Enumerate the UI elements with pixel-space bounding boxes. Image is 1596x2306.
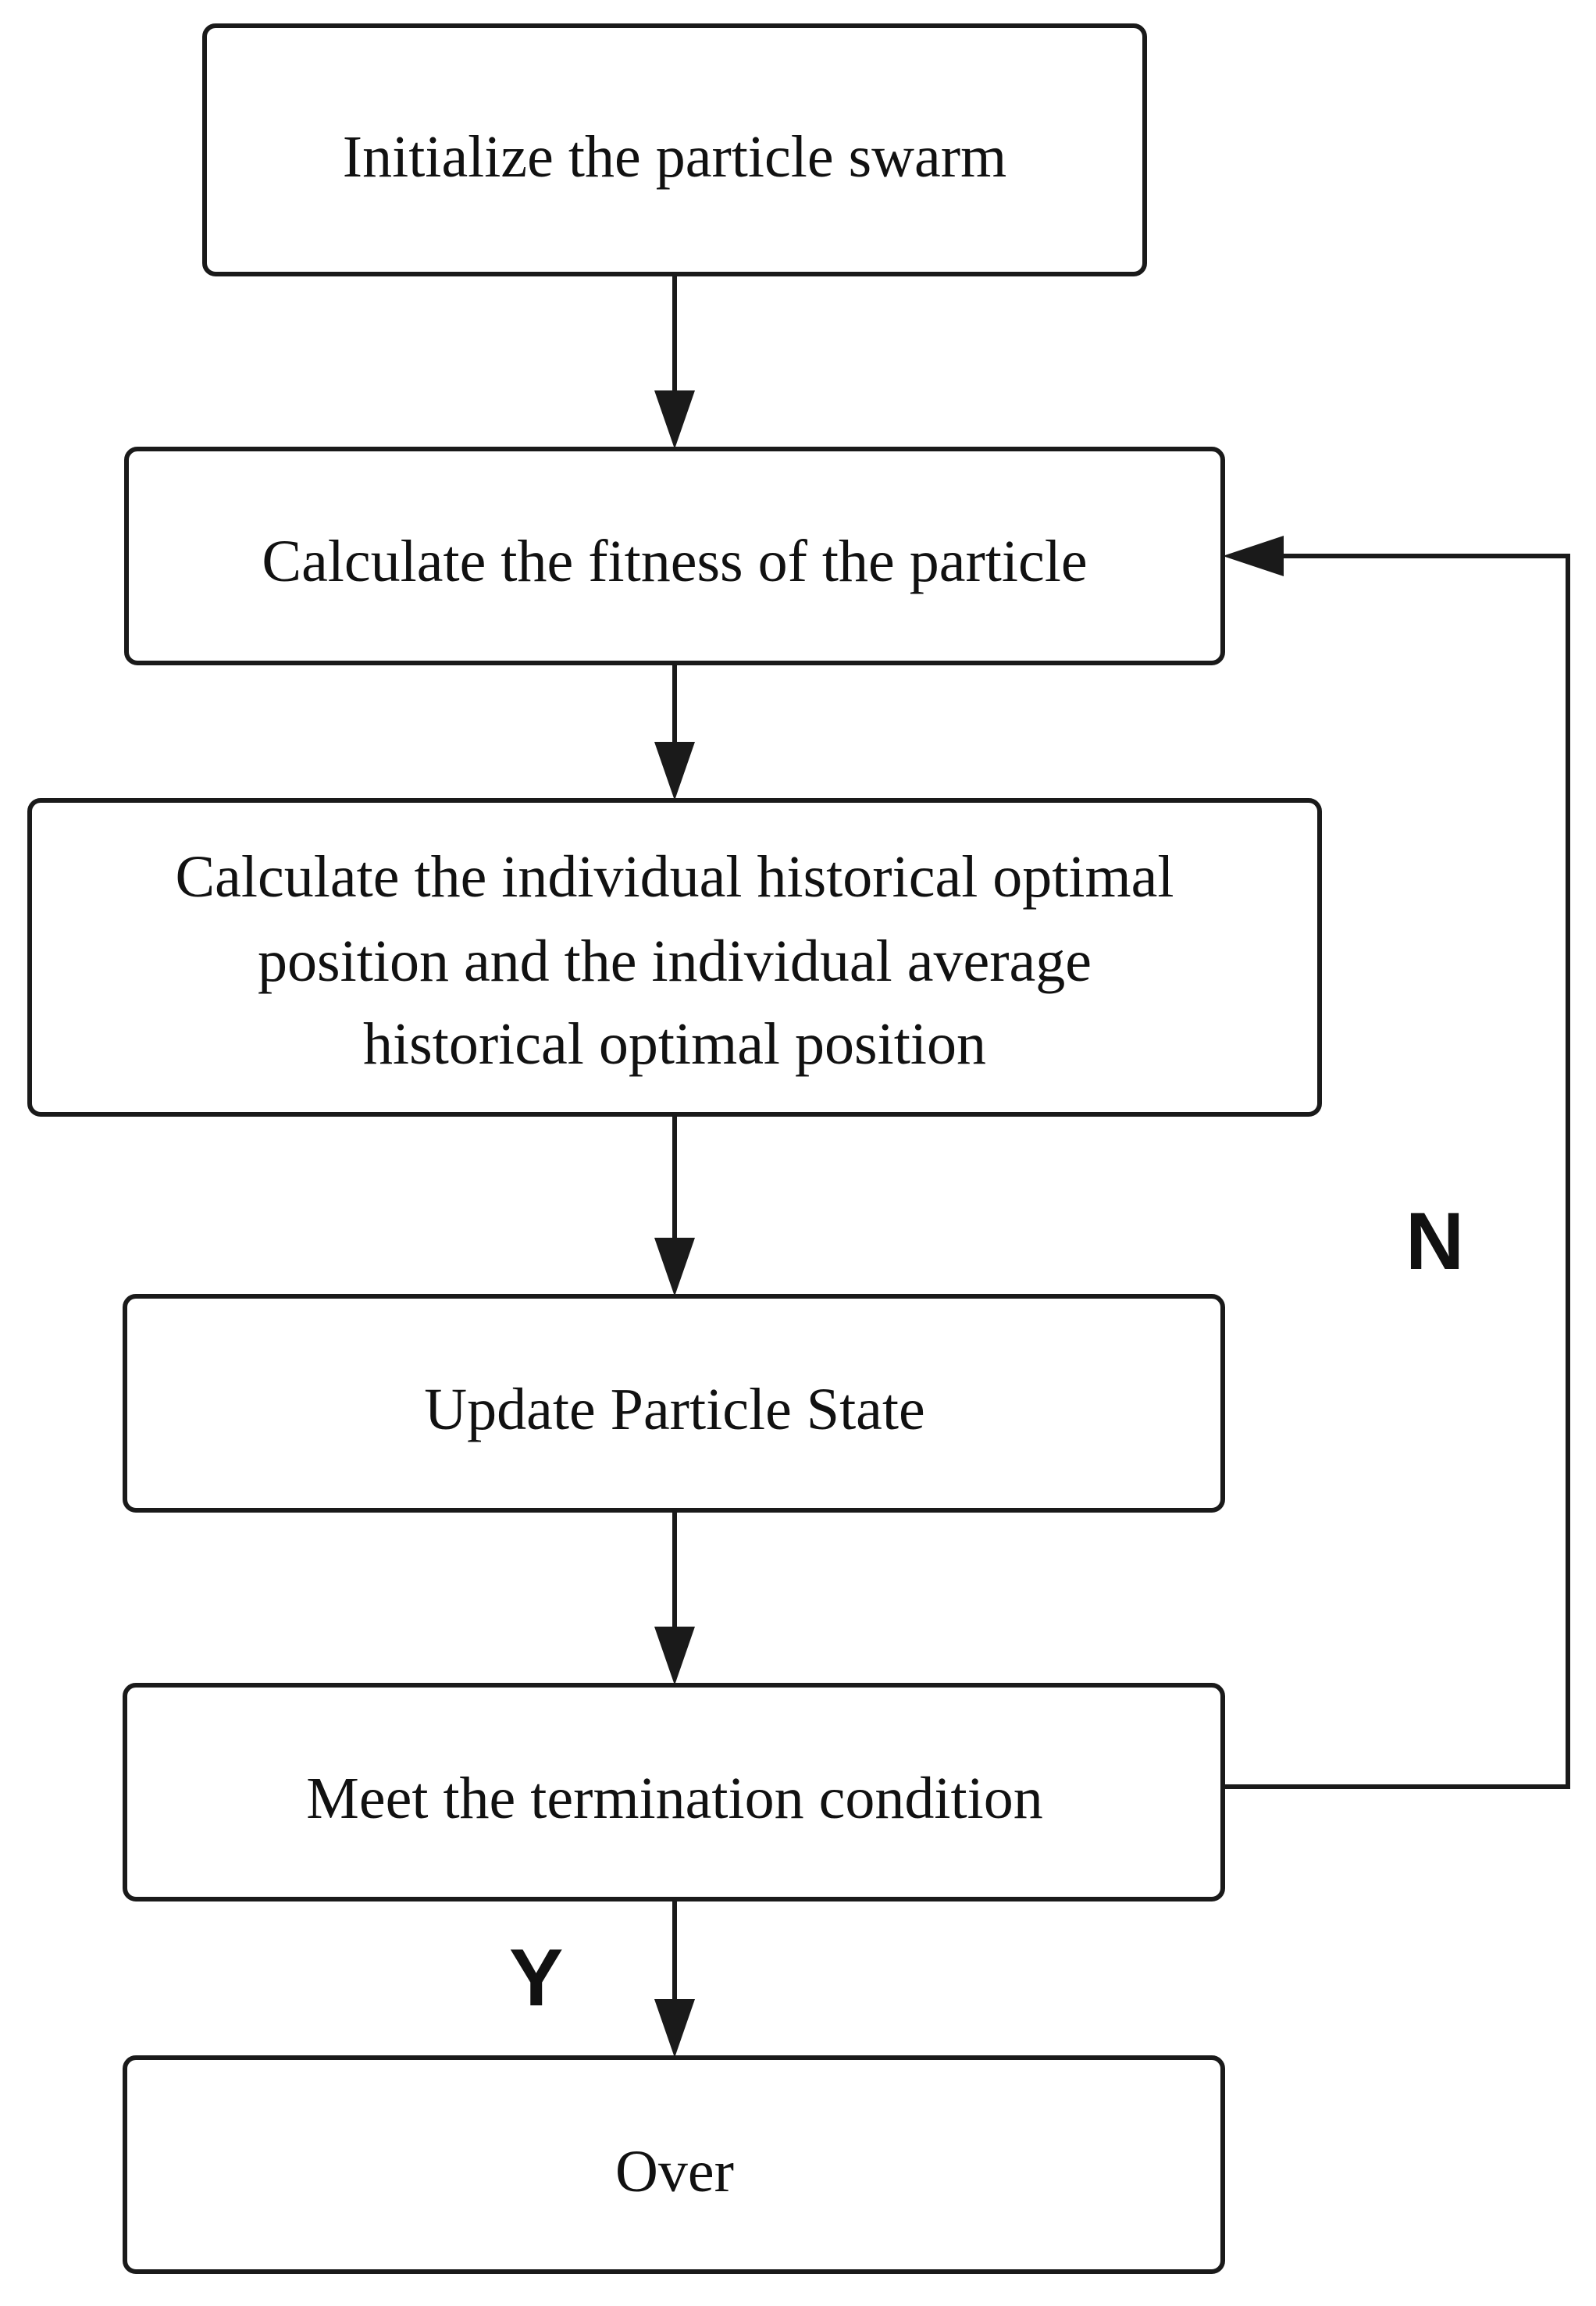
edge-label-no: N [1405,1196,1464,1287]
edge-termination-to-over: Y [509,1899,695,2058]
edge-termination-to-fitness: N [1223,536,1570,1789]
arrowhead-icon [654,1238,695,1296]
edge-label-yes: Y [509,1933,563,2023]
arrowhead-icon [654,390,695,449]
arrowhead-icon [654,742,695,800]
node-optimal-label-line-2: position and the individual average [258,928,1092,994]
node-over-label-line-1: Over [615,2139,734,2204]
node-optimal-label-line-1: Calculate the individual historical opti… [175,844,1174,910]
edge-update-to-termination [654,1510,695,1685]
node-init-label-line-1: Initialize the particle swarm [343,124,1006,190]
node-update: Update Particle State [123,1294,1225,1513]
node-update-label-line-1: Update Particle State [424,1377,925,1442]
node-fitness-label-line-1: Calculate the fitness of the particle [262,529,1087,594]
node-init: Initialize the particle swarm [202,23,1147,276]
node-termination: Meet the termination condition [123,1683,1225,1901]
arrowhead-icon [654,1627,695,1685]
node-over: Over [123,2055,1225,2274]
node-optimal: Calculate the individual historical opti… [27,798,1322,1117]
node-termination-label-line-1: Meet the termination condition [306,1766,1042,1831]
arrowhead-icon [1223,536,1284,576]
node-optimal-label-line-3: historical optimal position [363,1011,986,1077]
arrowhead-icon [654,1999,695,2058]
edge-optimal-to-update [654,1114,695,1296]
edge-init-to-fitness [654,274,695,449]
node-fitness: Calculate the fitness of the particle [124,447,1225,665]
edge-fitness-to-optimal [654,663,695,800]
